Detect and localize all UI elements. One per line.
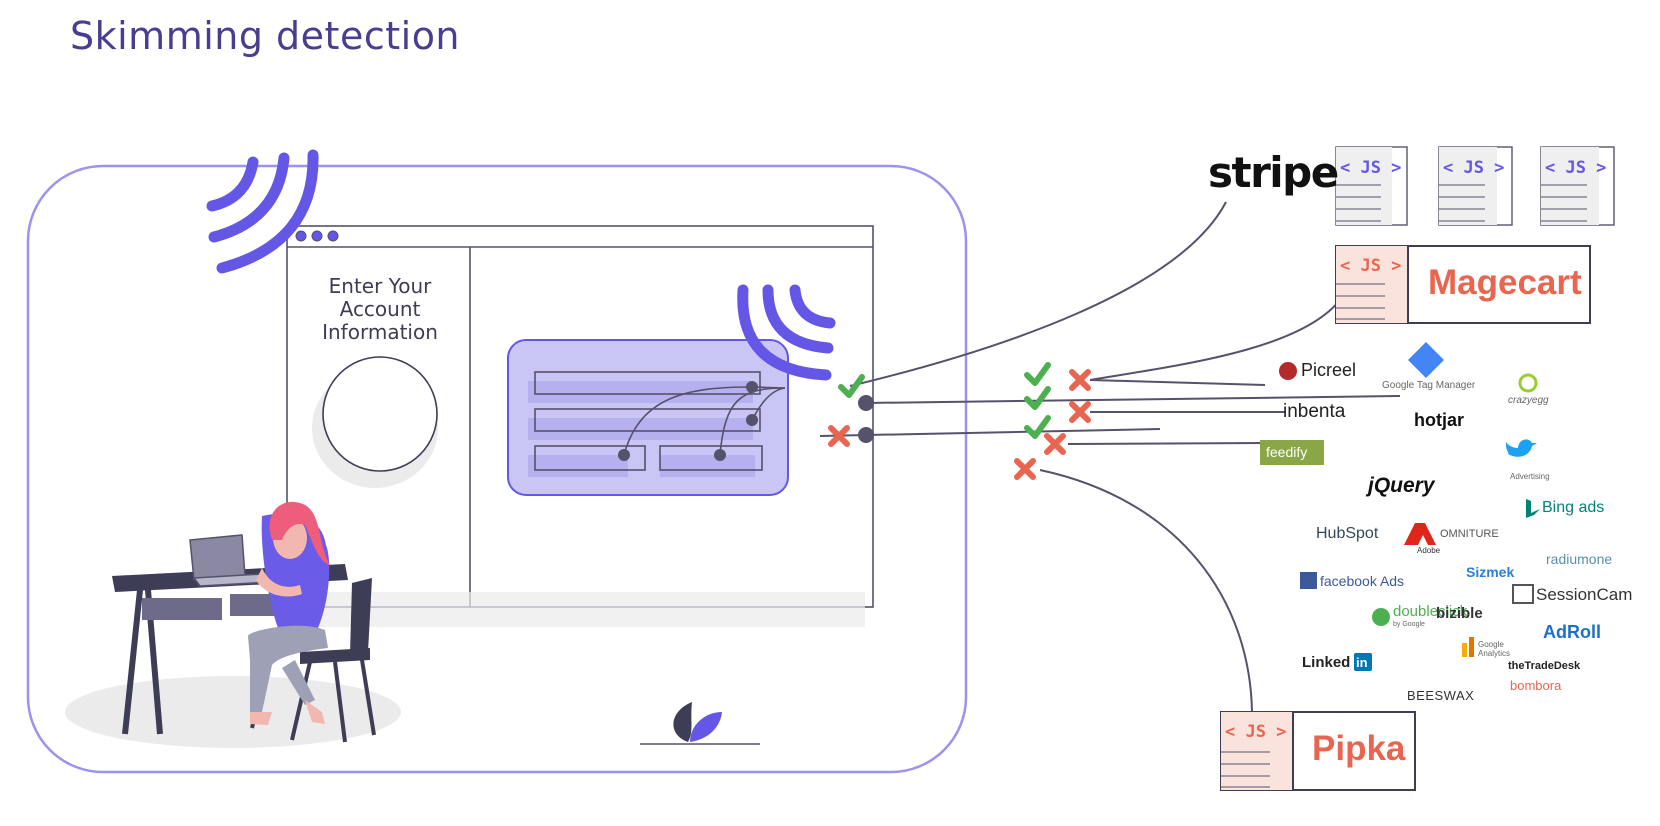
omniture-logo: OMNITURE	[1440, 528, 1499, 540]
picreel-logo: Picreel	[1301, 360, 1357, 380]
magecart-box	[1335, 245, 1591, 324]
window-dot-icon	[327, 230, 339, 242]
google-tag-manager-logo: Google Tag Manager	[1382, 380, 1476, 391]
sizmek-logo: Sizmek	[1466, 564, 1515, 580]
node-dot	[618, 449, 630, 461]
jquery-logo: jQuery	[1368, 474, 1435, 497]
check-icon	[1024, 362, 1051, 386]
analytics-icon	[1469, 637, 1474, 657]
signal-wave-icon	[737, 284, 836, 381]
node-dot	[714, 449, 726, 461]
magecart-label: Magecart	[1428, 263, 1582, 302]
google-tag-manager-icon	[1408, 342, 1444, 378]
beeswax-logo: BEESWAX	[1407, 688, 1475, 703]
payment-form-card	[507, 339, 789, 496]
pipka-box	[1220, 711, 1416, 791]
js-tag-label: < JS >	[1545, 158, 1607, 178]
person-at-desk-illustration	[65, 501, 401, 748]
feedify-logo: feedify	[1266, 444, 1308, 460]
google-analytics-logo: Google Analytics	[1478, 640, 1511, 658]
adobe-logo: Adobe	[1417, 546, 1441, 555]
plant-illustration	[640, 702, 760, 745]
page-title: Skimming detection	[70, 14, 461, 58]
form-field-card-number	[534, 371, 761, 395]
inbenta-logo: inbenta	[1283, 401, 1346, 422]
linkedin-logo: Linked	[1302, 654, 1351, 671]
feedify-logo-bg	[1260, 440, 1324, 465]
connector-feedify-b	[1067, 442, 1266, 445]
cross-icon	[1069, 401, 1091, 423]
adobe-icon	[1404, 523, 1436, 545]
facebook-ads-logo: facebook Ads	[1320, 573, 1405, 589]
twitter-icon	[1505, 439, 1537, 457]
twitter-advertising-logo: Advertising	[1510, 472, 1550, 481]
js-tag-label: < JS >	[1225, 722, 1287, 742]
form-field-expiry	[534, 445, 646, 471]
linkedin-icon	[1354, 653, 1372, 671]
doubleclick-sub-logo: by Google	[1393, 621, 1425, 628]
check-icon	[838, 374, 865, 398]
thetradedesk-logo: theTradeDesk	[1508, 660, 1581, 672]
connector-hotjar	[865, 395, 1401, 404]
picreel-icon	[1279, 362, 1297, 380]
js-tag-label: < JS >	[1443, 158, 1505, 178]
connector-stripe	[849, 201, 1227, 387]
cross-icon	[1044, 433, 1066, 455]
connector-pipka	[1039, 469, 1253, 713]
js-file-icon	[1335, 146, 1408, 226]
crazyegg-logo: crazyegg	[1508, 395, 1549, 406]
node-dot	[858, 427, 874, 443]
js-file-icon	[1438, 146, 1513, 226]
bizible-logo: bizible	[1436, 605, 1483, 622]
bing-icon	[1526, 499, 1540, 518]
avatar-placeholder	[322, 356, 438, 472]
cross-icon	[828, 425, 850, 447]
check-icon	[1024, 415, 1051, 439]
js-file-icon	[1540, 146, 1615, 226]
cross-icon	[1014, 458, 1036, 480]
signal-wave-icon	[206, 149, 319, 274]
bombora-logo: bombora	[1510, 678, 1562, 693]
sessioncam-logo: SessionCam	[1536, 585, 1633, 604]
doubleclick-icon	[1372, 608, 1390, 626]
form-field-name	[534, 408, 761, 432]
node-dot	[746, 381, 758, 393]
hotjar-logo: hotjar	[1414, 410, 1465, 430]
js-tag-label: < JS >	[1340, 256, 1402, 276]
linkedin-in-logo: in	[1356, 655, 1368, 670]
stripe-logo: stripe	[1208, 148, 1339, 197]
pipka-label: Pipka	[1312, 729, 1406, 768]
crazyegg-icon	[1518, 373, 1538, 393]
window-dot-icon	[311, 230, 323, 242]
connector-picreel	[1089, 379, 1266, 386]
js-tag-label: < JS >	[1340, 158, 1402, 178]
doubleclick-logo: doubleclick	[1393, 603, 1468, 620]
adroll-logo: AdRoll	[1543, 622, 1601, 642]
check-icon	[1024, 386, 1051, 410]
device-frame	[26, 164, 968, 774]
analytics-icon	[1462, 643, 1467, 657]
node-dot	[746, 414, 758, 426]
hubspot-logo: HubSpot	[1316, 525, 1379, 542]
connector-magecart	[1089, 299, 1341, 381]
connector-feedify	[819, 428, 1161, 437]
cross-icon	[1069, 369, 1091, 391]
sessioncam-icon	[1512, 584, 1534, 604]
form-field-cvv	[659, 445, 763, 471]
window-dot-icon	[295, 230, 307, 242]
radiumone-logo: radiumone	[1546, 551, 1613, 567]
bing-ads-logo: Bing ads	[1542, 499, 1605, 516]
form-heading: Enter Your Account Information	[322, 274, 438, 344]
facebook-icon	[1300, 572, 1317, 589]
node-dot	[858, 395, 874, 411]
